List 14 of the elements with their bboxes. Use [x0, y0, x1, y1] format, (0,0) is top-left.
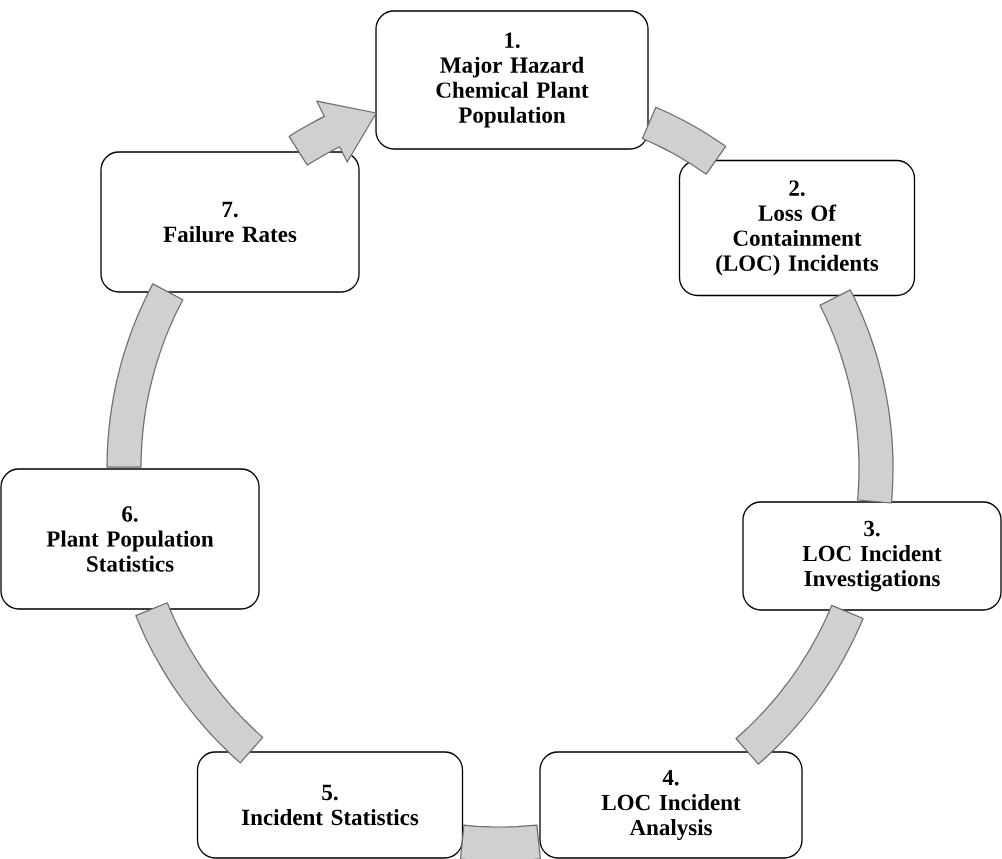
- process-box: 7. Failure Rates: [100, 151, 360, 293]
- arrow: [288, 100, 377, 166]
- process-box: 1. Major Hazard Chemical Plant Population: [375, 10, 649, 150]
- arrow: [135, 602, 264, 764]
- process-box: 3. LOC Incident Investigations: [742, 501, 1002, 611]
- arrow: [106, 283, 184, 468]
- process-box: 4. LOC Incident Analysis: [539, 751, 803, 859]
- process-box: 6. Plant Population Statistics: [0, 468, 260, 610]
- arrow: [459, 824, 541, 859]
- process-box: 2. Loss Of Containment (LOC) Incidents: [678, 159, 916, 297]
- arrow: [819, 289, 894, 504]
- arrow: [735, 604, 864, 765]
- process-box: 5. Incident Statistics: [196, 751, 464, 859]
- arrow: [641, 106, 727, 175]
